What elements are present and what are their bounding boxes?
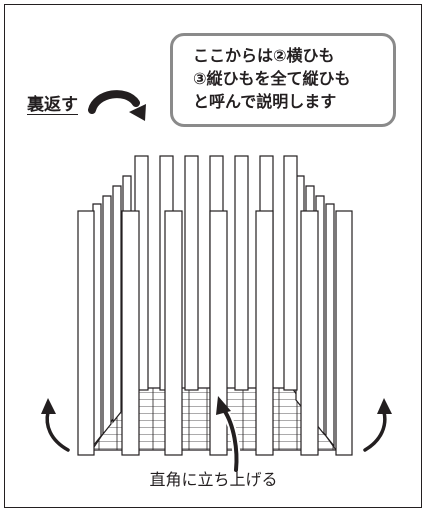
stand-up-label: 直角に立ち上げる xyxy=(149,470,278,489)
flip-label: 裏返す xyxy=(27,95,78,115)
front-strips xyxy=(77,210,353,456)
callout-line-3: と呼んで説明します xyxy=(193,92,337,111)
curved-arrow-center-icon xyxy=(216,396,241,474)
callout-line-2: ③縦ひもを全て縦ひも xyxy=(193,69,351,88)
curved-arrow-left-icon xyxy=(41,398,70,452)
flip-arrow-icon xyxy=(88,90,146,121)
curved-arrow-right-icon xyxy=(363,398,392,452)
callout-box: ここからは②横ひも ③縦ひもを全て縦ひも と呼んで説明します xyxy=(170,33,396,127)
callout-line-1: ここからは②横ひも xyxy=(193,46,335,65)
